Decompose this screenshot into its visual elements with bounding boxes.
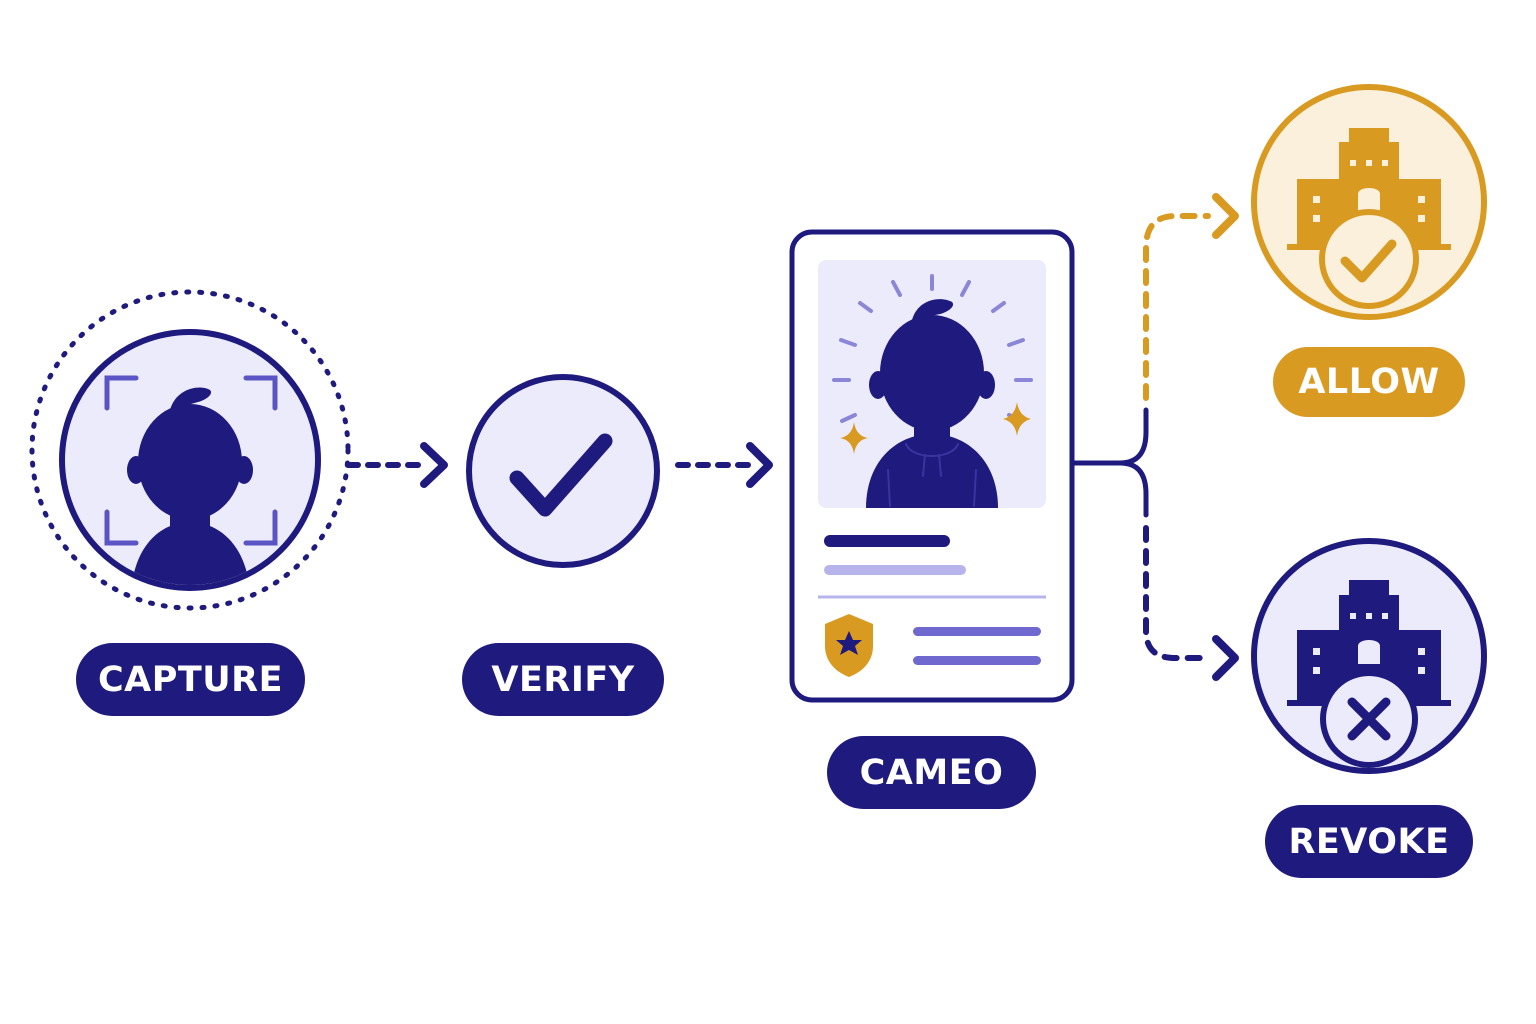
verify-circle: [466, 374, 660, 568]
capture-label: CAPTURE: [76, 643, 305, 716]
verify-node: [466, 374, 660, 568]
checkmark-icon: [509, 433, 613, 517]
profile-card-icon: [832, 274, 1033, 508]
cameo-subtitle-bar: [824, 565, 966, 575]
arrow-to-allow: [1143, 193, 1239, 401]
branch-connector: [1069, 407, 1149, 518]
arrow-to-revoke: [1143, 525, 1239, 681]
revoke-label: REVOKE: [1265, 805, 1473, 878]
building-x-icon: [1287, 580, 1451, 768]
cameo-detail-bar: [913, 656, 1041, 665]
capture-node: [29, 289, 351, 611]
shield-star-icon: [825, 614, 873, 677]
cameo-detail-bar: [913, 627, 1041, 636]
verify-label: VERIFY: [462, 643, 664, 716]
allow-label: ALLOW: [1273, 347, 1465, 417]
cameo-label: CAMEO: [827, 736, 1036, 809]
arrow-capture-to-verify: [345, 442, 448, 488]
face-scan-icon: [104, 375, 278, 585]
cameo-name-bar: [824, 535, 950, 547]
allow-node: [1251, 84, 1487, 320]
building-check-icon: [1287, 128, 1451, 309]
capture-dotted-ring: [29, 289, 351, 611]
revoke-node: [1251, 538, 1487, 774]
cameo-card: [789, 229, 1075, 703]
arrow-verify-to-cameo: [675, 442, 773, 488]
